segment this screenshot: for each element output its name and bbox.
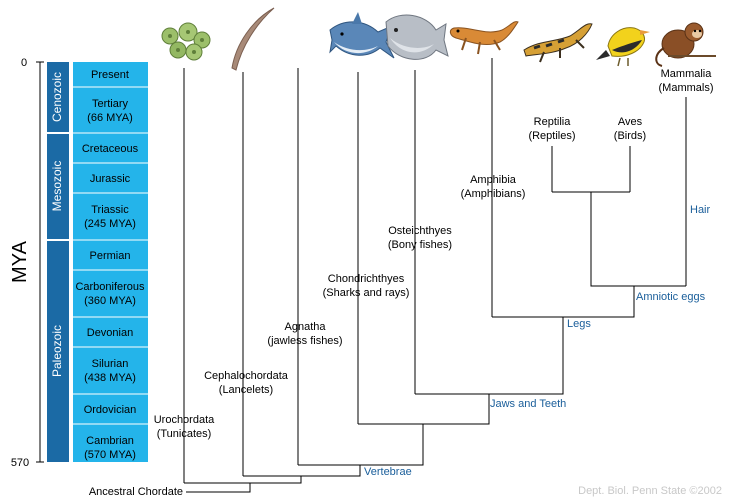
trait-hair: Hair — [690, 204, 711, 216]
trait-amniotic-eggs: Amniotic eggs — [636, 291, 706, 303]
period-silurian-date: (438 MYA) — [84, 372, 136, 384]
taxon-mammalia-common: (Mammals) — [659, 82, 714, 94]
period-silurian: Silurian — [92, 358, 129, 370]
period-carboniferous: Carboniferous — [75, 281, 145, 293]
trait-jaws-and-teeth: Jaws and Teeth — [490, 398, 566, 410]
axis-label: MYA — [9, 240, 31, 283]
taxon-reptilia-common: (Reptiles) — [528, 130, 575, 142]
period-carboniferous-date: (360 MYA) — [84, 295, 136, 307]
period-present: Present — [91, 69, 129, 81]
taxon-osteichthyes-common: (Bony fishes) — [388, 239, 452, 251]
taxon-cephalochordata-name: Cephalochordata — [204, 370, 289, 382]
taxon-labels: Urochordata (Tunicates) Cephalochordata … — [89, 68, 714, 498]
taxon-aves-common: (Birds) — [614, 130, 646, 142]
era-column: Cenozoic Mesozoic Paleozoic — [47, 62, 69, 462]
period-column: Present Tertiary (66 MYA) Cretaceous Jur… — [73, 62, 148, 462]
axis-bottom-tick: 570 — [11, 457, 29, 469]
period-panel — [73, 62, 148, 462]
root-label: Ancestral Chordate — [89, 486, 183, 498]
taxon-reptilia-name: Reptilia — [534, 116, 572, 128]
period-ordovician: Ordovician — [84, 404, 137, 416]
bird-icon — [596, 27, 650, 67]
period-triassic: Triassic — [91, 204, 129, 216]
tunicate-icon — [161, 22, 211, 61]
monkey-icon — [655, 22, 716, 67]
taxon-agnatha-common: (jawless fishes) — [267, 335, 342, 347]
bony-fish-icon — [385, 14, 449, 60]
lizard-icon — [523, 23, 593, 63]
era-bar-paleozoic — [47, 241, 69, 462]
period-triassic-date: (245 MYA) — [84, 218, 136, 230]
period-permian: Permian — [90, 250, 131, 262]
period-jurassic: Jurassic — [90, 173, 131, 185]
axis-top-tick: 0 — [21, 57, 27, 69]
lancelet-icon — [231, 7, 275, 71]
time-axis: 0 570 MYA — [9, 57, 44, 469]
taxon-osteichthyes-name: Osteichthyes — [388, 225, 452, 237]
taxon-chondrichthyes-name: Chondrichthyes — [328, 273, 405, 285]
trait-vertebrae: Vertebrae — [364, 466, 412, 478]
period-tertiary-date: (66 MYA) — [87, 112, 133, 124]
taxon-urochordata-common: (Tunicates) — [157, 428, 212, 440]
taxon-amphibia-name: Amphibia — [470, 174, 517, 186]
era-bar-mesozoic — [47, 134, 69, 239]
period-tertiary: Tertiary — [92, 98, 129, 110]
taxon-mammalia-name: Mammalia — [661, 68, 713, 80]
trait-legs: Legs — [567, 318, 591, 330]
era-label-mesozoic: Mesozoic — [50, 161, 64, 212]
taxon-agnatha-name: Agnatha — [285, 321, 327, 333]
taxon-aves-name: Aves — [618, 116, 643, 128]
taxon-chondrichthyes-common: (Sharks and rays) — [323, 287, 410, 299]
trait-labels: Vertebrae Jaws and Teeth Legs Amniotic e… — [364, 204, 711, 478]
phylogenetic-tree — [183, 58, 687, 493]
taxon-amphibia-common: (Amphibians) — [461, 188, 526, 200]
shark-icon — [329, 12, 395, 59]
salamander-icon — [449, 21, 519, 55]
era-label-paleozoic: Paleozoic — [50, 325, 64, 377]
period-cambrian-date: (570 MYA) — [84, 449, 136, 461]
taxon-urochordata-name: Urochordata — [154, 414, 215, 426]
era-bar-cenozoic — [47, 62, 69, 132]
credit-text: Dept. Biol. Penn State ©2002 — [578, 485, 722, 497]
taxon-cephalochordata-common: (Lancelets) — [219, 384, 273, 396]
period-cretaceous: Cretaceous — [82, 143, 139, 155]
era-label-cenozoic: Cenozoic — [50, 72, 64, 122]
period-devonian: Devonian — [87, 327, 133, 339]
period-cambrian: Cambrian — [86, 435, 134, 447]
